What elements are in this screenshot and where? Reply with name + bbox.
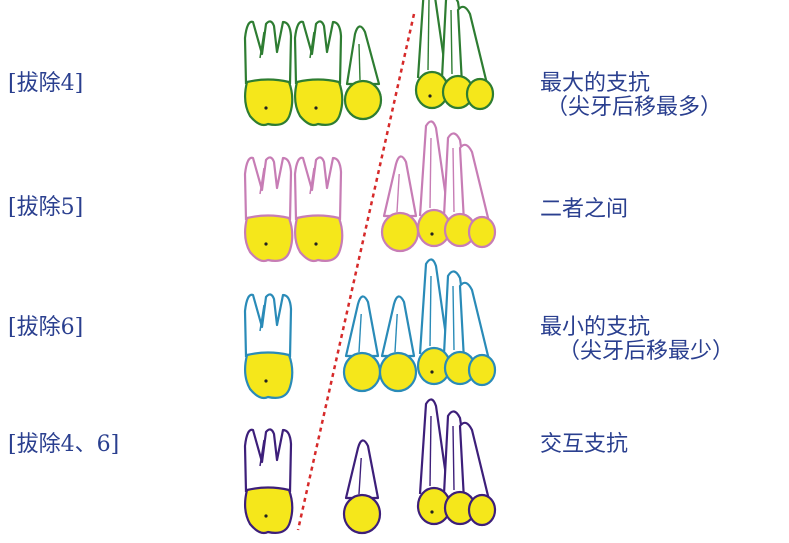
cluster-root-3 [456,5,490,89]
row3-front-cluster [416,258,497,387]
cluster-root-1 [418,398,450,495]
root-canal-line [394,313,398,353]
premolar-crown [380,211,420,253]
premolar-root [344,439,380,500]
cluster-root-1 [418,258,450,355]
premolar-root [382,155,418,218]
fissure-dot [264,106,268,110]
row1-molar-1 [243,20,294,127]
cluster-crown-3 [467,215,497,249]
root-canal-line [429,137,432,209]
root-canal-line [358,313,362,353]
molar-root [243,156,293,221]
description-min-anchorage: 最小的支抗 （尖牙后移最少） [540,315,735,365]
row-label-extract-6: [拔除6] [8,315,84,340]
description-min-anchorage-note: （尖牙后移最少） [558,339,735,365]
row2-front-cluster [416,120,497,249]
molar-crown [293,214,344,263]
root-canal-line [396,173,400,213]
premolar-crown [343,79,383,121]
cluster-crown-3 [467,493,497,527]
cluster-crown-3 [465,77,495,111]
molar-root [243,293,293,358]
molar-root [293,156,343,221]
fissure-dot [314,242,318,246]
fissure-dot [430,370,434,374]
molar-crown [243,78,294,127]
fissure-dot [264,514,268,518]
fissure-dot [428,94,432,98]
row2-premolar [380,155,420,253]
molar-root [243,428,293,493]
row4-molar [243,428,294,535]
root-canal-line [452,425,455,491]
row-label-extract-4: [拔除4] [8,71,84,96]
fissure-dot [314,106,318,110]
molar-root [293,20,343,85]
molar-crown [243,351,294,400]
root-canal-line [309,167,315,195]
row3-premolar-1 [342,295,382,393]
fissure-dot [430,510,434,514]
premolar-crown [342,351,382,393]
root-canal-line [259,439,265,467]
fissure-dot [430,232,434,236]
row-label-extract-5: [拔除5] [8,195,84,220]
row4-premolar [342,439,382,535]
row1-molar-2 [293,20,344,127]
root-canal-line [450,9,453,75]
cluster-crown-3 [467,353,497,387]
premolar-crown [378,351,418,393]
description-reciprocal-anchorage-title: 交互支抗 [540,432,629,457]
description-intermediate: 二者之间 [540,197,629,222]
root-canal-line [452,285,455,351]
cluster-root-1 [416,0,448,79]
premolar-root [345,25,381,86]
root-canal-line [358,457,362,495]
row2-molar-1 [243,156,294,263]
root-canal-line [259,31,265,59]
row4-front-cluster [416,398,497,527]
cluster-root-3 [458,421,492,505]
description-max-anchorage-note: （尖牙后移最多） [546,95,723,121]
root-canal-line [427,0,430,71]
fissure-dot [264,379,268,383]
description-max-anchorage: 最大的支抗 （尖牙后移最多） [540,71,723,121]
molar-crown [243,486,294,535]
premolar-crown [342,493,382,535]
cluster-root-3 [458,281,492,365]
row3-molar [243,293,294,400]
description-max-anchorage-title: 最大的支抗 [540,71,651,96]
molar-crown [293,78,344,127]
description-reciprocal-anchorage: 交互支抗 [540,432,629,457]
root-canal-line [429,275,432,347]
premolar-root [344,295,380,358]
root-canal-line [259,304,265,332]
fissure-dot [264,242,268,246]
root-canal-line [259,167,265,195]
description-min-anchorage-title: 最小的支抗 [540,315,651,340]
molar-root [243,20,293,85]
description-intermediate-title: 二者之间 [540,197,629,222]
root-canal-line [309,31,315,59]
cluster-root-3 [458,143,492,227]
row-label-extract-4-6: [拔除4、6] [8,432,120,457]
premolar-root [380,295,416,358]
extraction-reference-line [296,13,416,531]
root-canal-line [429,415,432,487]
row3-premolar-2 [378,295,418,393]
root-canal-line [358,43,361,81]
root-canal-line [452,147,455,213]
row1-premolar [343,25,383,121]
row2-molar-2 [293,156,344,263]
cluster-root-1 [418,120,450,217]
molar-crown [243,214,294,263]
row1-front-cluster [414,0,495,111]
